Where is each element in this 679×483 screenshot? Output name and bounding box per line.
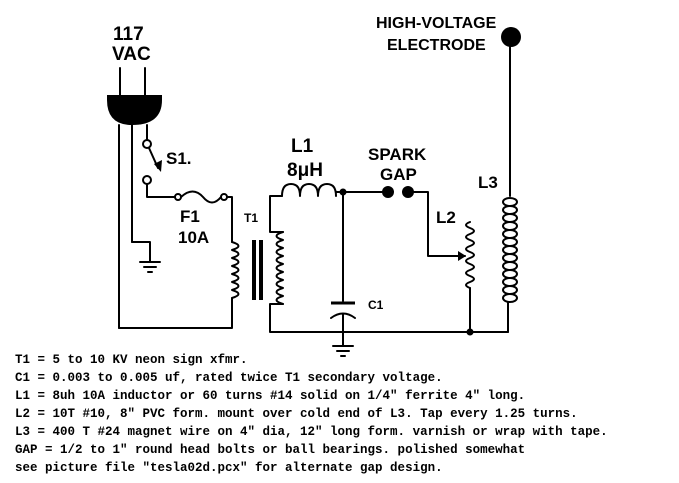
- fuse-name-label: F1: [180, 207, 200, 226]
- fuse-to-primary-wire: [226, 196, 233, 243]
- spark-gap-electrode-right: [402, 186, 414, 198]
- inductor-l1-coil: [281, 183, 337, 197]
- note-t1: T1 = 5 to 10 KV neon sign xfmr.: [15, 353, 248, 367]
- spark-gap-label-1: SPARK: [368, 145, 427, 164]
- transformer-secondary-coil: [275, 231, 284, 305]
- supply-voltage-label-2: VAC: [112, 44, 151, 65]
- high-voltage-electrode: [501, 27, 521, 47]
- electrode-label-2: ELECTRODE: [387, 37, 486, 54]
- electrode-label-1: HIGH-VOLTAGE: [376, 15, 497, 32]
- plug-icon: [107, 95, 162, 125]
- supply-voltage-label-1: 117: [113, 24, 144, 45]
- note-l1: L1 = 8uh 10A inductor or 60 turns #14 so…: [15, 389, 525, 403]
- switch-arrow-icon: [154, 160, 162, 172]
- coil-l3-label: L3: [478, 173, 498, 192]
- secondary-top-wire: [269, 195, 284, 233]
- inductor-name-label: L1: [291, 136, 314, 157]
- coil-l2: [465, 221, 475, 289]
- coil-l3: [502, 197, 518, 303]
- cap-ground-symbol-icon: [332, 345, 354, 357]
- note-l3: L3 = 400 T #24 magnet wire on 4" dia, 12…: [15, 425, 608, 439]
- gap-to-tap-wire: [413, 191, 466, 257]
- switch-terminal-top: [142, 139, 152, 149]
- switch-label: S1.: [166, 149, 192, 168]
- transformer-primary-coil: [231, 241, 240, 299]
- note-gap: GAP = 1/2 to 1" round head bolts or ball…: [15, 443, 525, 457]
- fuse-rating-label: 10A: [178, 228, 209, 247]
- secondary-bottom-wire: [269, 303, 471, 333]
- ground-symbol-icon: [131, 241, 161, 273]
- coil-l2-label: L2: [436, 208, 456, 227]
- switch-terminal-bottom: [142, 175, 152, 185]
- note-c1: C1 = 0.003 to 0.005 uf, rated twice T1 s…: [15, 371, 443, 385]
- primary-return-wire: [118, 297, 233, 329]
- switch-to-fuse-wire: [146, 183, 176, 198]
- note-picture-file: see picture file "tesla02d.pcx" for alte…: [15, 461, 443, 475]
- tap-arrow-icon: [458, 251, 466, 261]
- capacitor-label: C1: [368, 298, 384, 312]
- note-l2: L2 = 10T #10, 8" PVC form. mount over co…: [15, 407, 578, 421]
- inductor-value-label: 8μH: [287, 160, 323, 181]
- spark-gap-electrode-left: [382, 186, 394, 198]
- fuse-element: [180, 190, 222, 204]
- transformer-label: T1: [244, 211, 258, 225]
- spark-gap-label-2: GAP: [380, 165, 417, 184]
